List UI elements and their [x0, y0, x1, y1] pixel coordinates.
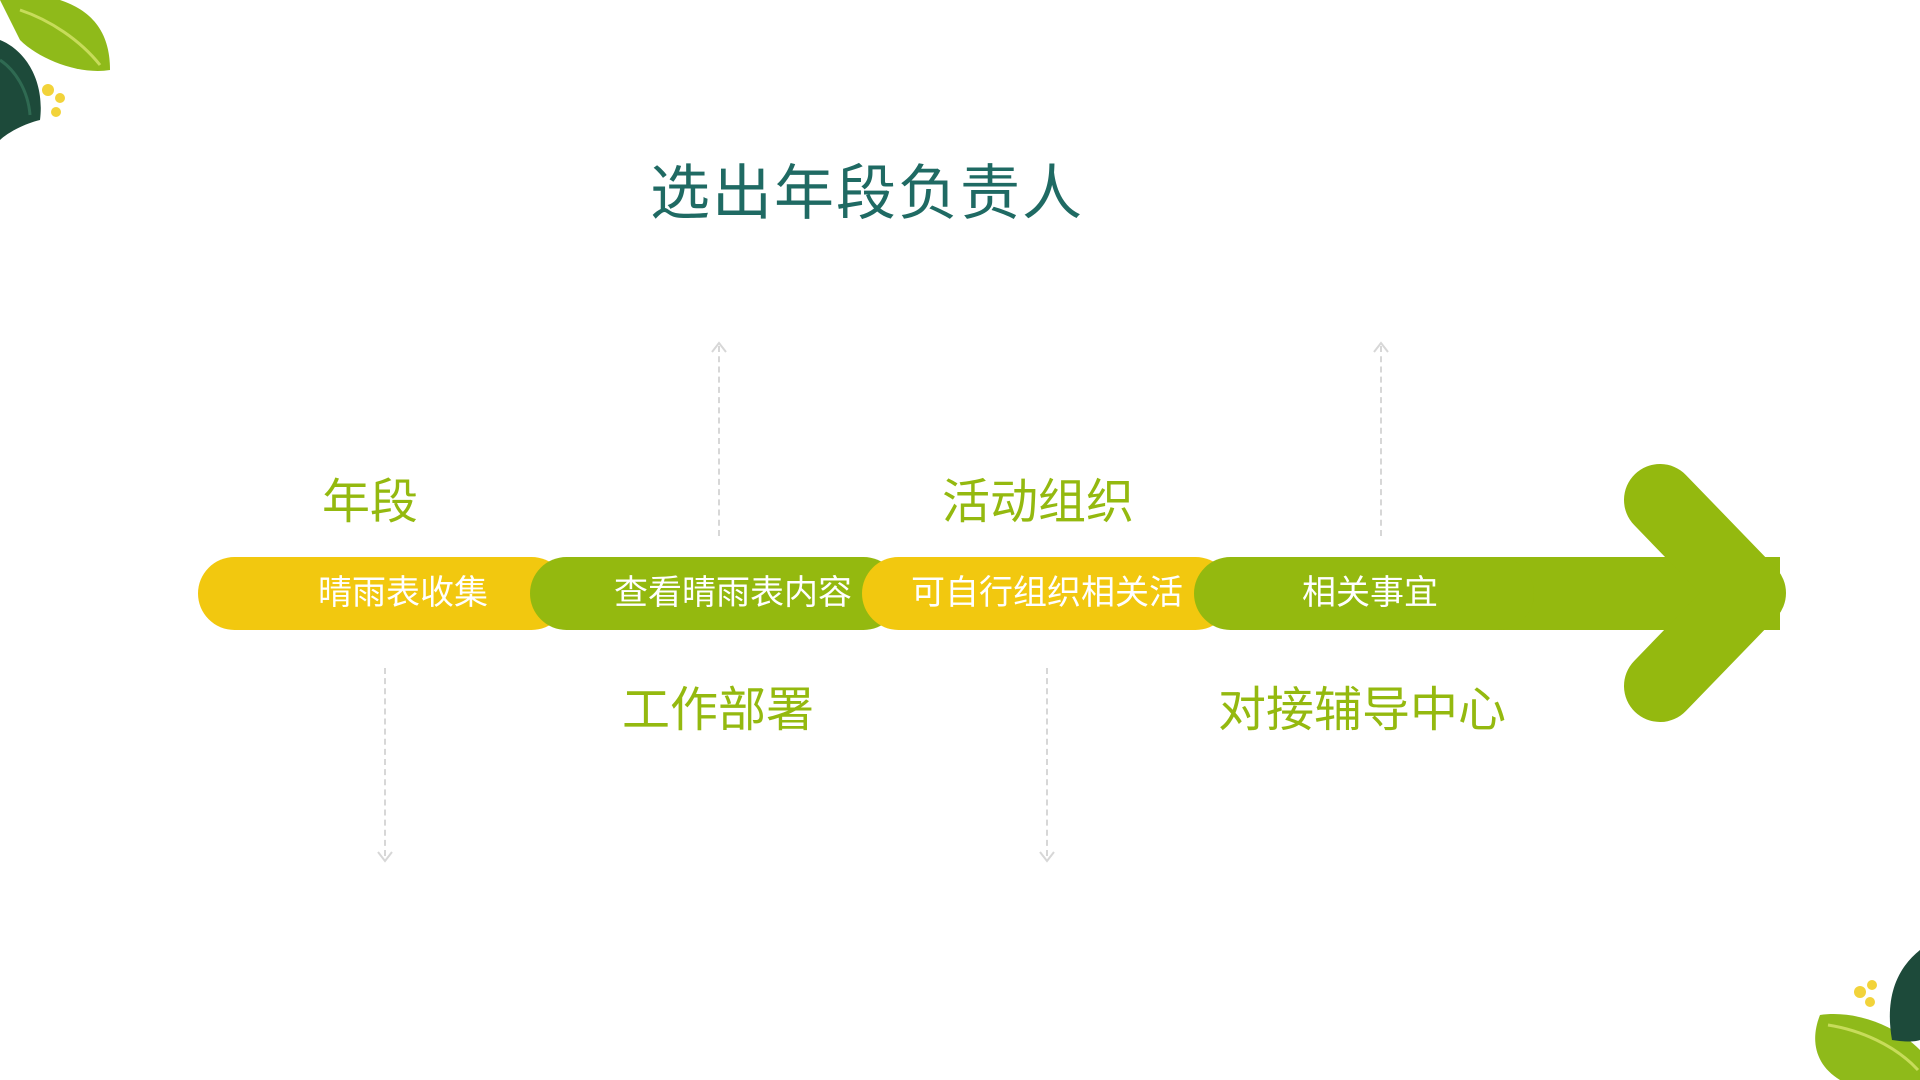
- timeline-segment-3: [862, 557, 1232, 630]
- dashed-arrow-down-icon: [377, 851, 393, 863]
- timeline-segment-2: [530, 557, 900, 630]
- dashed-connector-up: [718, 346, 720, 536]
- dashed-arrow-up-icon: [711, 341, 727, 353]
- segment-label: 可自行组织相关活: [911, 573, 1183, 613]
- dashed-connector-down: [384, 668, 386, 856]
- tropical-leaf-icon: [1815, 950, 1920, 1080]
- label-bottom-1: 工作部署: [622, 682, 815, 738]
- label-top-2: 活动组织: [942, 474, 1135, 530]
- dashed-arrow-up-icon: [1373, 341, 1389, 353]
- timeline-segment-1: [198, 557, 568, 630]
- label-top-1: 年段: [322, 474, 419, 530]
- segment-label: 查看晴雨表内容: [614, 573, 852, 613]
- segment-label: 晴雨表收集: [318, 573, 488, 613]
- tropical-leaf-icon: [0, 0, 110, 140]
- timeline-segment-4: [1194, 557, 1534, 630]
- page-title: 选出年段负责人: [650, 159, 1084, 229]
- label-bottom-2: 对接辅导中心: [1218, 682, 1507, 738]
- dashed-arrow-down-icon: [1039, 851, 1055, 863]
- dashed-connector-up: [1380, 346, 1382, 536]
- dashed-connector-down: [1046, 668, 1048, 856]
- segment-label: 相关事宜: [1302, 573, 1438, 613]
